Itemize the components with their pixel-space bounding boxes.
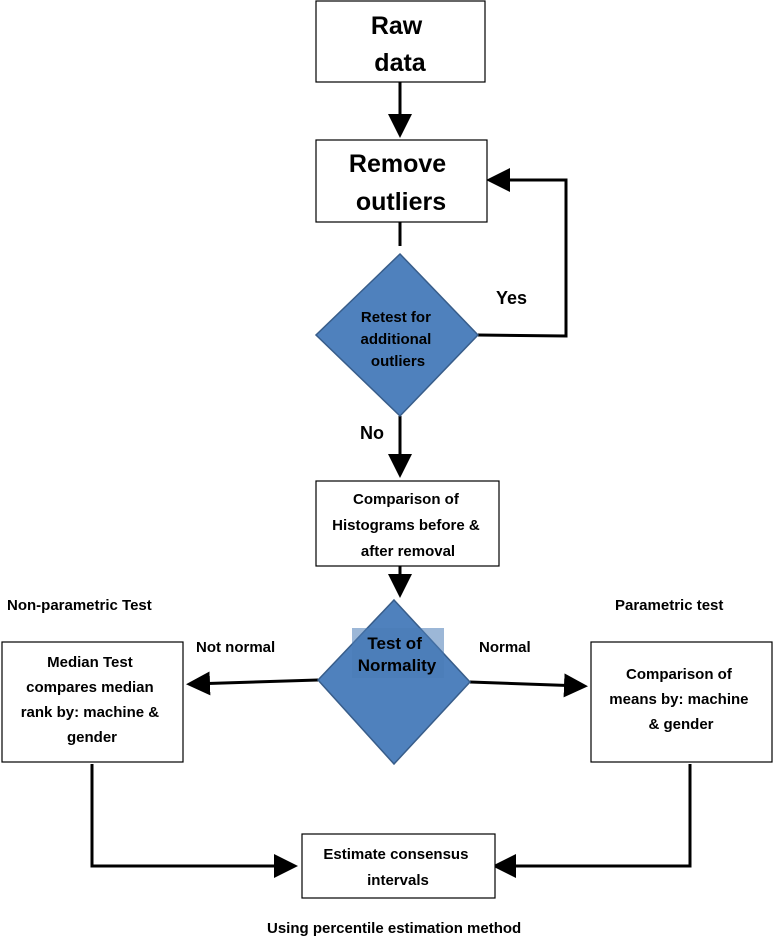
process-box — [1, 641, 184, 763]
node-comparison-means: Comparison of means by: machine & gender — [590, 641, 773, 763]
edge-label-not-normal: Not normal — [196, 639, 275, 656]
process-box — [590, 641, 773, 763]
node-normality-decision: Test of Normality — [316, 598, 472, 766]
node-text: Estimate consensus intervals — [323, 846, 472, 889]
node-text: Raw data — [371, 12, 429, 77]
annotation-method: Using percentile estimation method — [267, 920, 521, 936]
connectors — [90, 82, 692, 878]
edge-label-normal: Normal — [479, 639, 531, 656]
edge-label-yes: Yes — [496, 288, 527, 308]
normality-text-highlight — [352, 628, 444, 678]
node-text: Comparison of Histograms before & after … — [332, 491, 484, 560]
node-text: Remove outliers — [349, 150, 453, 216]
node-text: Median Test compares median rank by: mac… — [21, 654, 164, 746]
process-box — [315, 139, 488, 223]
node-raw-data: Raw data — [315, 0, 486, 83]
decision-diamond — [316, 598, 472, 766]
node-estimate-intervals: Estimate consensus intervals — [301, 833, 496, 899]
edge-normality-not-normal — [186, 671, 319, 696]
edge-retest-yes-loop — [477, 168, 568, 338]
decision-diamond — [314, 252, 480, 418]
process-box — [315, 480, 500, 567]
process-box — [301, 833, 496, 899]
node-text: Retest for additional outliers — [360, 309, 435, 370]
node-retest-decision: Retest for additional outliers — [314, 252, 480, 418]
edge-median-to-estimate — [90, 764, 298, 878]
edge-means-to-estimate — [492, 764, 692, 878]
node-comparison-histograms: Comparison of Histograms before & after … — [315, 480, 500, 567]
edge-normality-normal — [469, 673, 588, 698]
edge-label-no: No — [360, 423, 384, 443]
node-text: Test of Normality — [358, 634, 437, 675]
node-text: Comparison of means by: machine & gender — [609, 666, 752, 733]
process-box — [315, 0, 486, 83]
node-remove-outliers: Remove outliers — [315, 139, 488, 223]
node-median-test: Median Test compares median rank by: mac… — [1, 641, 184, 763]
annotation-parametric: Parametric test — [615, 597, 723, 614]
annotation-non-parametric: Non-parametric Test — [7, 597, 152, 614]
